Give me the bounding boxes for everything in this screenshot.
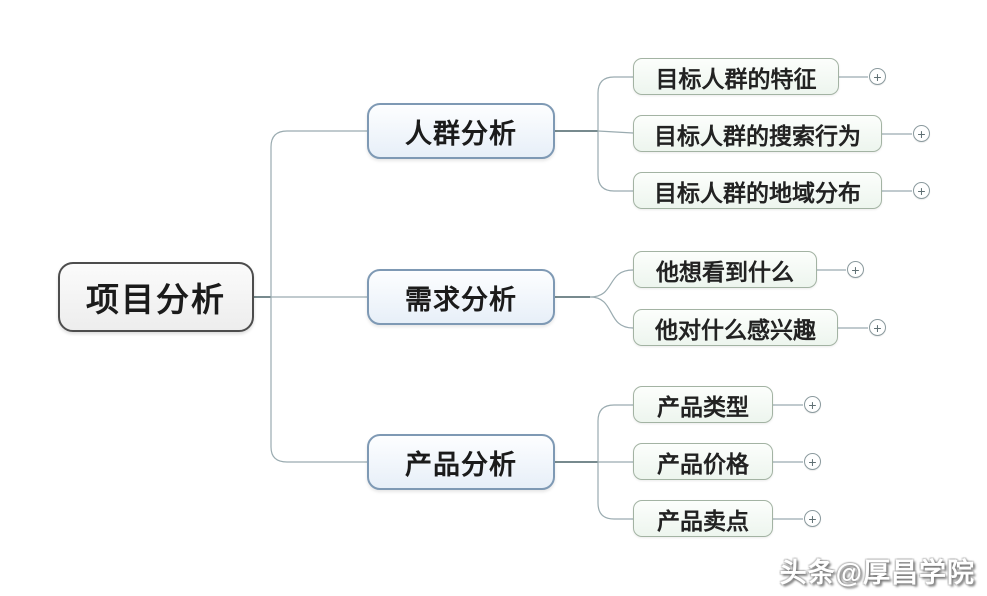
expand-plus-icon[interactable]: + [913,125,930,142]
expand-plus-icon[interactable]: + [869,68,886,85]
leaf-node-target-audience-regional-distribution[interactable]: 目标人群的地域分布 [633,172,882,209]
leaf-node-target-audience-traits[interactable]: 目标人群的特征 [633,58,839,95]
expand-plus-icon[interactable]: + [804,453,821,470]
branch-node-demand-analysis[interactable]: 需求分析 [367,269,555,325]
expand-plus-icon[interactable]: + [869,319,886,336]
root-node-project-analysis[interactable]: 项目分析 [58,262,254,332]
expand-plus-icon[interactable]: + [913,182,930,199]
leaf-node-what-they-want-to-see[interactable]: 他想看到什么 [633,251,817,288]
branch-node-product-analysis[interactable]: 产品分析 [367,434,555,490]
branch-node-audience-analysis[interactable]: 人群分析 [367,103,555,159]
expand-plus-icon[interactable]: + [804,396,821,413]
leaf-node-what-interests-them[interactable]: 他对什么感兴趣 [633,309,838,346]
expand-plus-icon[interactable]: + [847,261,864,278]
leaf-node-target-audience-search-behavior[interactable]: 目标人群的搜索行为 [633,115,882,152]
leaf-node-product-price[interactable]: 产品价格 [633,443,773,480]
expand-plus-icon[interactable]: + [804,510,821,527]
leaf-node-product-type[interactable]: 产品类型 [633,386,773,423]
leaf-node-product-selling-points[interactable]: 产品卖点 [633,500,773,537]
